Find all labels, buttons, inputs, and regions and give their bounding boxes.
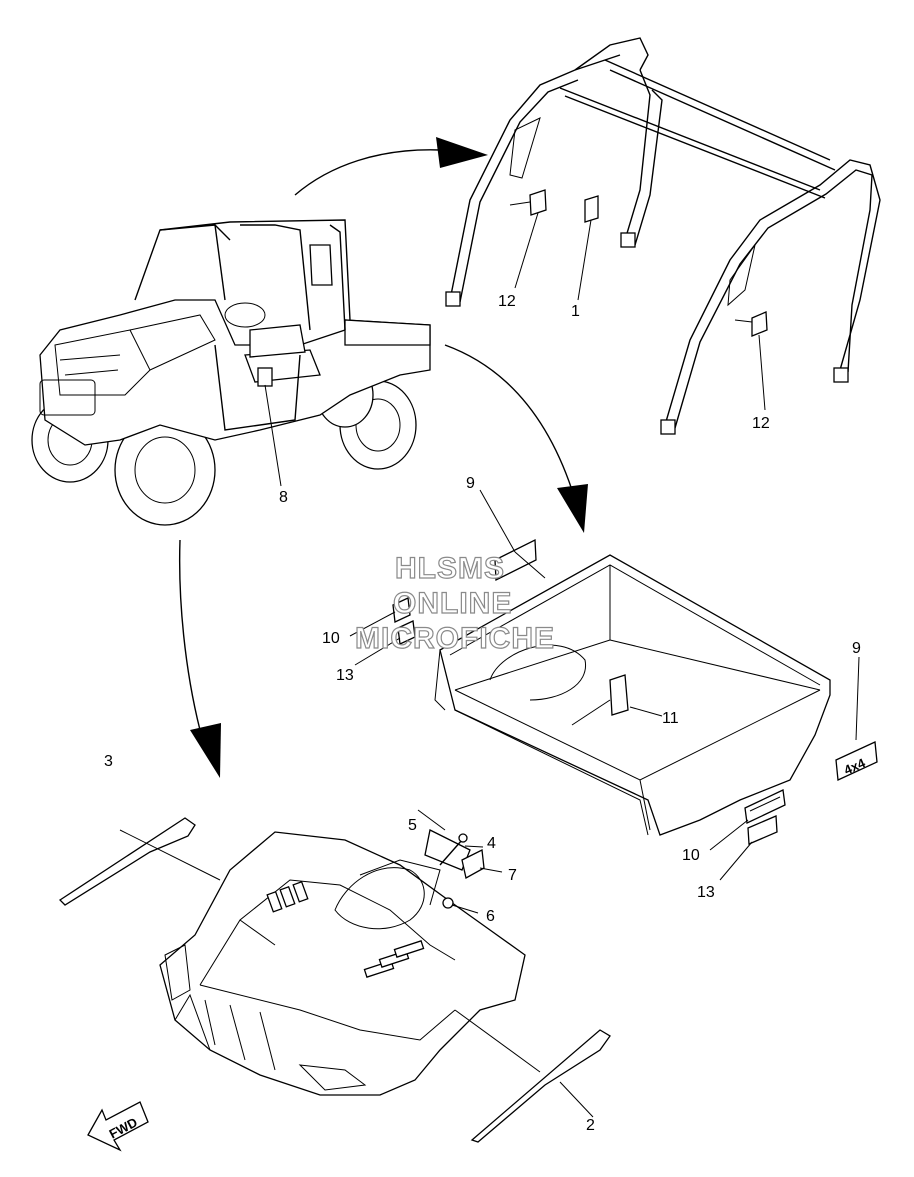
- callout-3: 3: [104, 753, 113, 770]
- decal-4x4-badge: 4x4: [835, 741, 878, 781]
- callout-6: 6: [486, 908, 495, 925]
- svg-text:HLSMS: HLSMS: [395, 552, 505, 585]
- callout-10-left: 10: [322, 630, 340, 647]
- decal-9-left: [494, 538, 537, 582]
- decal-13-right: [747, 815, 778, 845]
- callout-13-left: 13: [336, 667, 354, 684]
- decal-3: [58, 817, 196, 906]
- cargo-bed: 4x4: [349, 489, 878, 881]
- callout-10-right: 10: [682, 847, 700, 864]
- callout-4: 4: [487, 835, 496, 852]
- callout-1: 1: [571, 303, 580, 320]
- part-6-nut: [442, 897, 454, 909]
- callout-8: 8: [279, 489, 288, 506]
- callout-13-right: 13: [697, 884, 715, 901]
- watermark: HLSMS ONLINE MICROFICHE: [354, 551, 555, 655]
- roll-cage: [445, 37, 881, 435]
- svg-text:ONLINE: ONLINE: [393, 587, 512, 620]
- callout-11: 11: [662, 710, 679, 727]
- vehicle-illustration: [31, 219, 431, 526]
- svg-text:MICROFICHE: MICROFICHE: [355, 622, 555, 655]
- decal-10-right: [744, 789, 786, 824]
- decal-10-left: [392, 597, 411, 623]
- arrow-to-hood: [178, 539, 221, 778]
- decal-11: [609, 674, 629, 716]
- callout-labels: 1 2 3 4 5 6 7 8 9 9 10 10 11 12 12 13 13: [104, 293, 861, 1134]
- callout-12-left: 12: [498, 293, 516, 310]
- callout-5: 5: [408, 817, 417, 834]
- callout-2: 2: [586, 1117, 595, 1134]
- hood-assembly: [58, 809, 611, 1143]
- part-5-screw: [439, 833, 468, 866]
- decal-7: [461, 849, 485, 879]
- arrow-to-rollcage: [294, 137, 488, 196]
- callout-9-left: 9: [466, 475, 475, 492]
- decal-12-right: [751, 311, 768, 337]
- callout-12-right: 12: [752, 415, 770, 432]
- fwd-direction-arrow: FWD: [87, 1101, 149, 1152]
- callout-7: 7: [508, 867, 517, 884]
- decal-1: [584, 195, 599, 223]
- callout-9-right: 9: [852, 640, 861, 657]
- decal-2: [470, 1029, 611, 1143]
- part-4-plate: [424, 829, 471, 871]
- arrow-to-cargo-bed: [444, 344, 588, 533]
- decal-12-left: [529, 189, 547, 216]
